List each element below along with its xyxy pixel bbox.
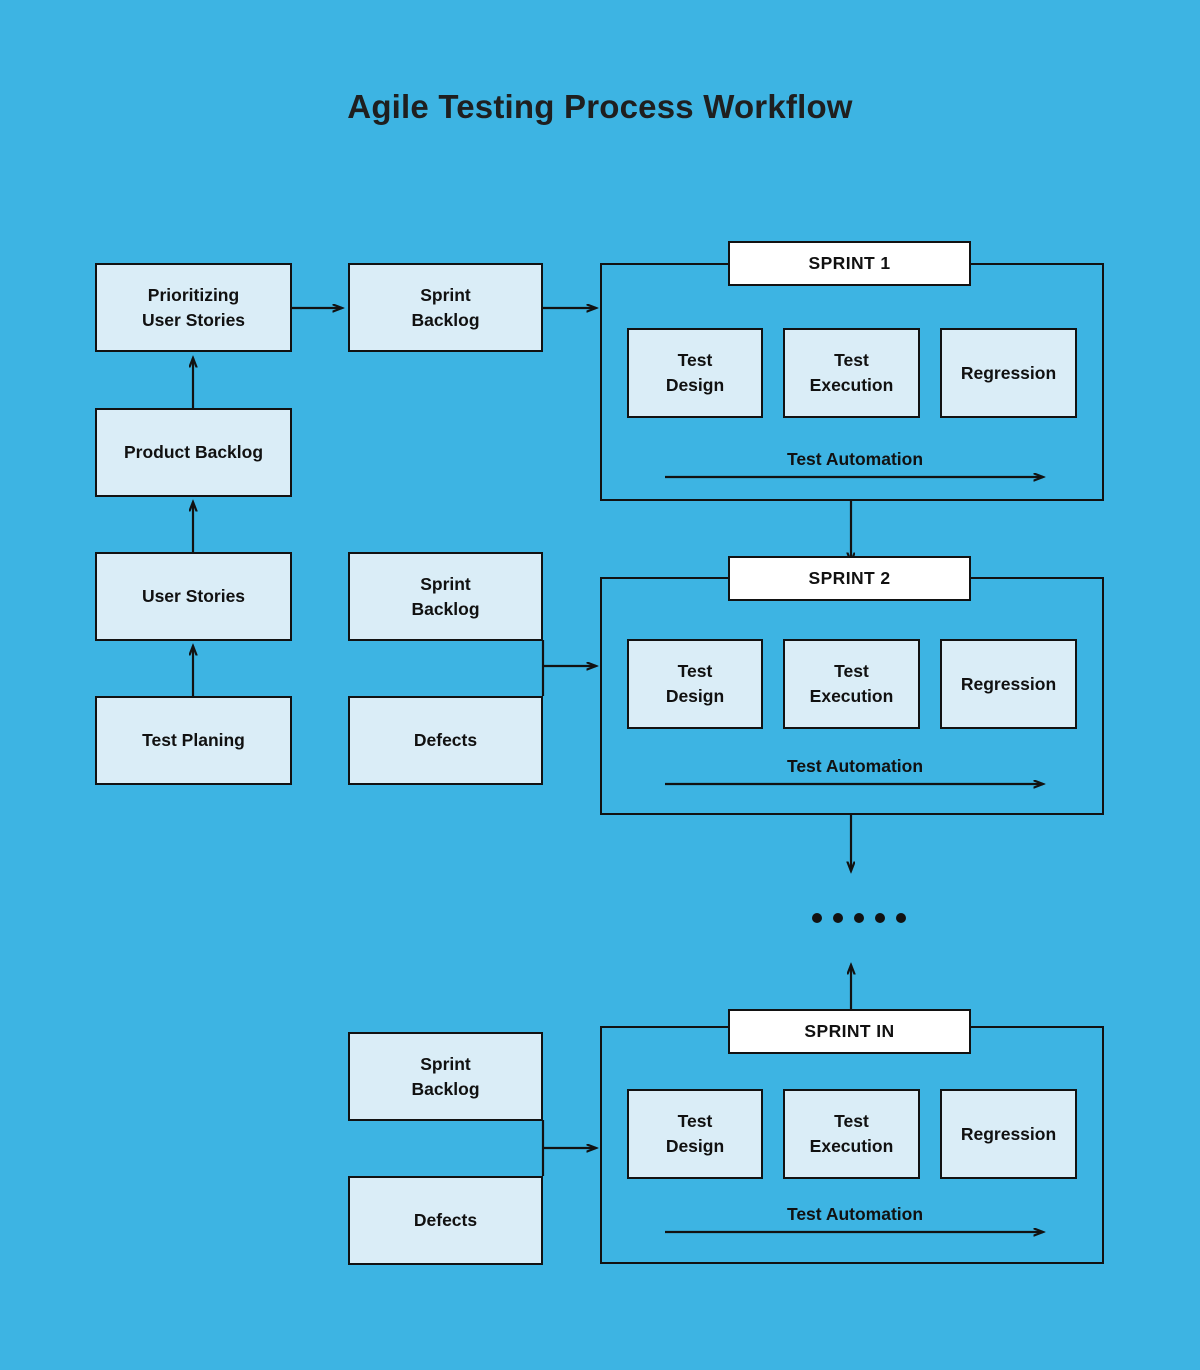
- node-sprint-backlog-2[interactable]: Sprint Backlog: [348, 552, 543, 641]
- sprint-in-test-execution[interactable]: Test Execution: [783, 1089, 920, 1179]
- node-user-stories[interactable]: User Stories: [95, 552, 292, 641]
- node-product-backlog[interactable]: Product Backlog: [95, 408, 292, 497]
- sprint-1-regression[interactable]: Regression: [940, 328, 1077, 418]
- ellipsis-dot: [812, 913, 822, 923]
- sprint-1-test-automation-label: Test Automation: [786, 449, 924, 469]
- node-sprint-backlog-3[interactable]: Sprint Backlog: [348, 1032, 543, 1121]
- sprint-1-label[interactable]: SPRINT 1: [728, 241, 971, 286]
- sprint-2-test-execution[interactable]: Test Execution: [783, 639, 920, 729]
- sprint-2-label[interactable]: SPRINT 2: [728, 556, 971, 601]
- sprint-in-test-automation-label: Test Automation: [786, 1204, 924, 1224]
- sprint-ellipsis: [812, 913, 906, 923]
- node-prioritizing-user-stories[interactable]: Prioritizing User Stories: [95, 263, 292, 352]
- node-defects-2[interactable]: Defects: [348, 696, 543, 785]
- ellipsis-dot: [875, 913, 885, 923]
- node-sprint-backlog-1[interactable]: Sprint Backlog: [348, 263, 543, 352]
- sprint-in-test-design[interactable]: Test Design: [627, 1089, 763, 1179]
- sprint-1-test-design[interactable]: Test Design: [627, 328, 763, 418]
- ellipsis-dot: [833, 913, 843, 923]
- node-test-planing[interactable]: Test Planing: [95, 696, 292, 785]
- node-defects-3[interactable]: Defects: [348, 1176, 543, 1265]
- ellipsis-dot: [896, 913, 906, 923]
- sprint-2-regression[interactable]: Regression: [940, 639, 1077, 729]
- sprint-2-test-automation-label: Test Automation: [786, 756, 924, 776]
- ellipsis-dot: [854, 913, 864, 923]
- sprint-2-test-design[interactable]: Test Design: [627, 639, 763, 729]
- sprint-in-label[interactable]: SPRINT IN: [728, 1009, 971, 1054]
- page-title: Agile Testing Process Workflow: [347, 88, 853, 125]
- sprint-in-regression[interactable]: Regression: [940, 1089, 1077, 1179]
- sprint-1-test-execution[interactable]: Test Execution: [783, 328, 920, 418]
